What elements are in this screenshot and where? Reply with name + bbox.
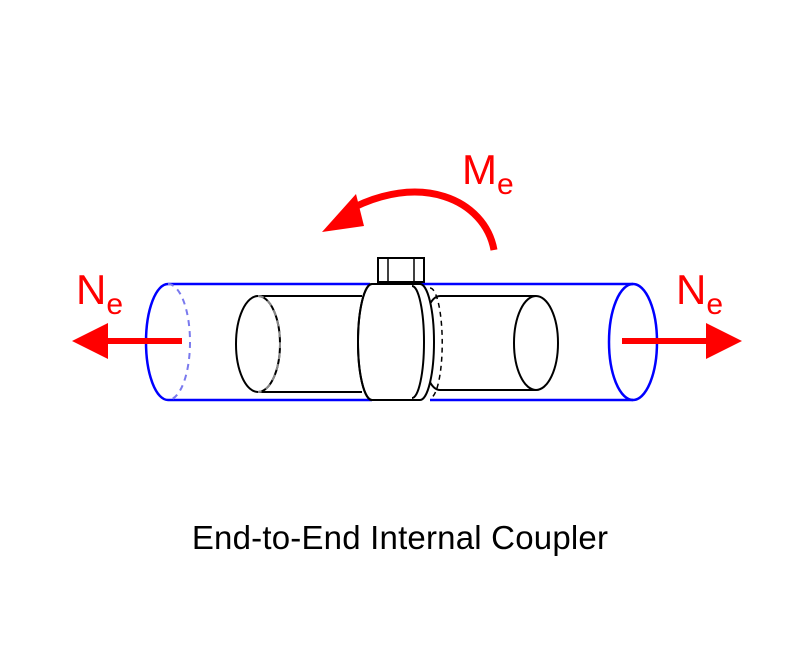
coupler-collar [357, 283, 443, 401]
figure-caption: End-to-End Internal Coupler [191, 519, 609, 556]
inner-cylinder-left [235, 295, 362, 393]
inner-cylinder-left-hidden-edge [257, 295, 281, 393]
coupler-collar-groove [411, 285, 425, 399]
set-screw [377, 257, 425, 283]
coupler-collar-right-edge [429, 287, 443, 399]
force-label-right: Ne [676, 266, 723, 321]
force-arrow-right [622, 323, 742, 359]
outer-tube-left-end-hidden [167, 283, 191, 401]
inner-cylinder-right-end [513, 295, 559, 391]
force-label-left: Ne [76, 266, 123, 321]
coupler-collar-left-face [357, 283, 373, 401]
moment-label: Me [462, 146, 514, 201]
force-arrow-left [72, 323, 182, 359]
moment-arrow [322, 188, 498, 251]
